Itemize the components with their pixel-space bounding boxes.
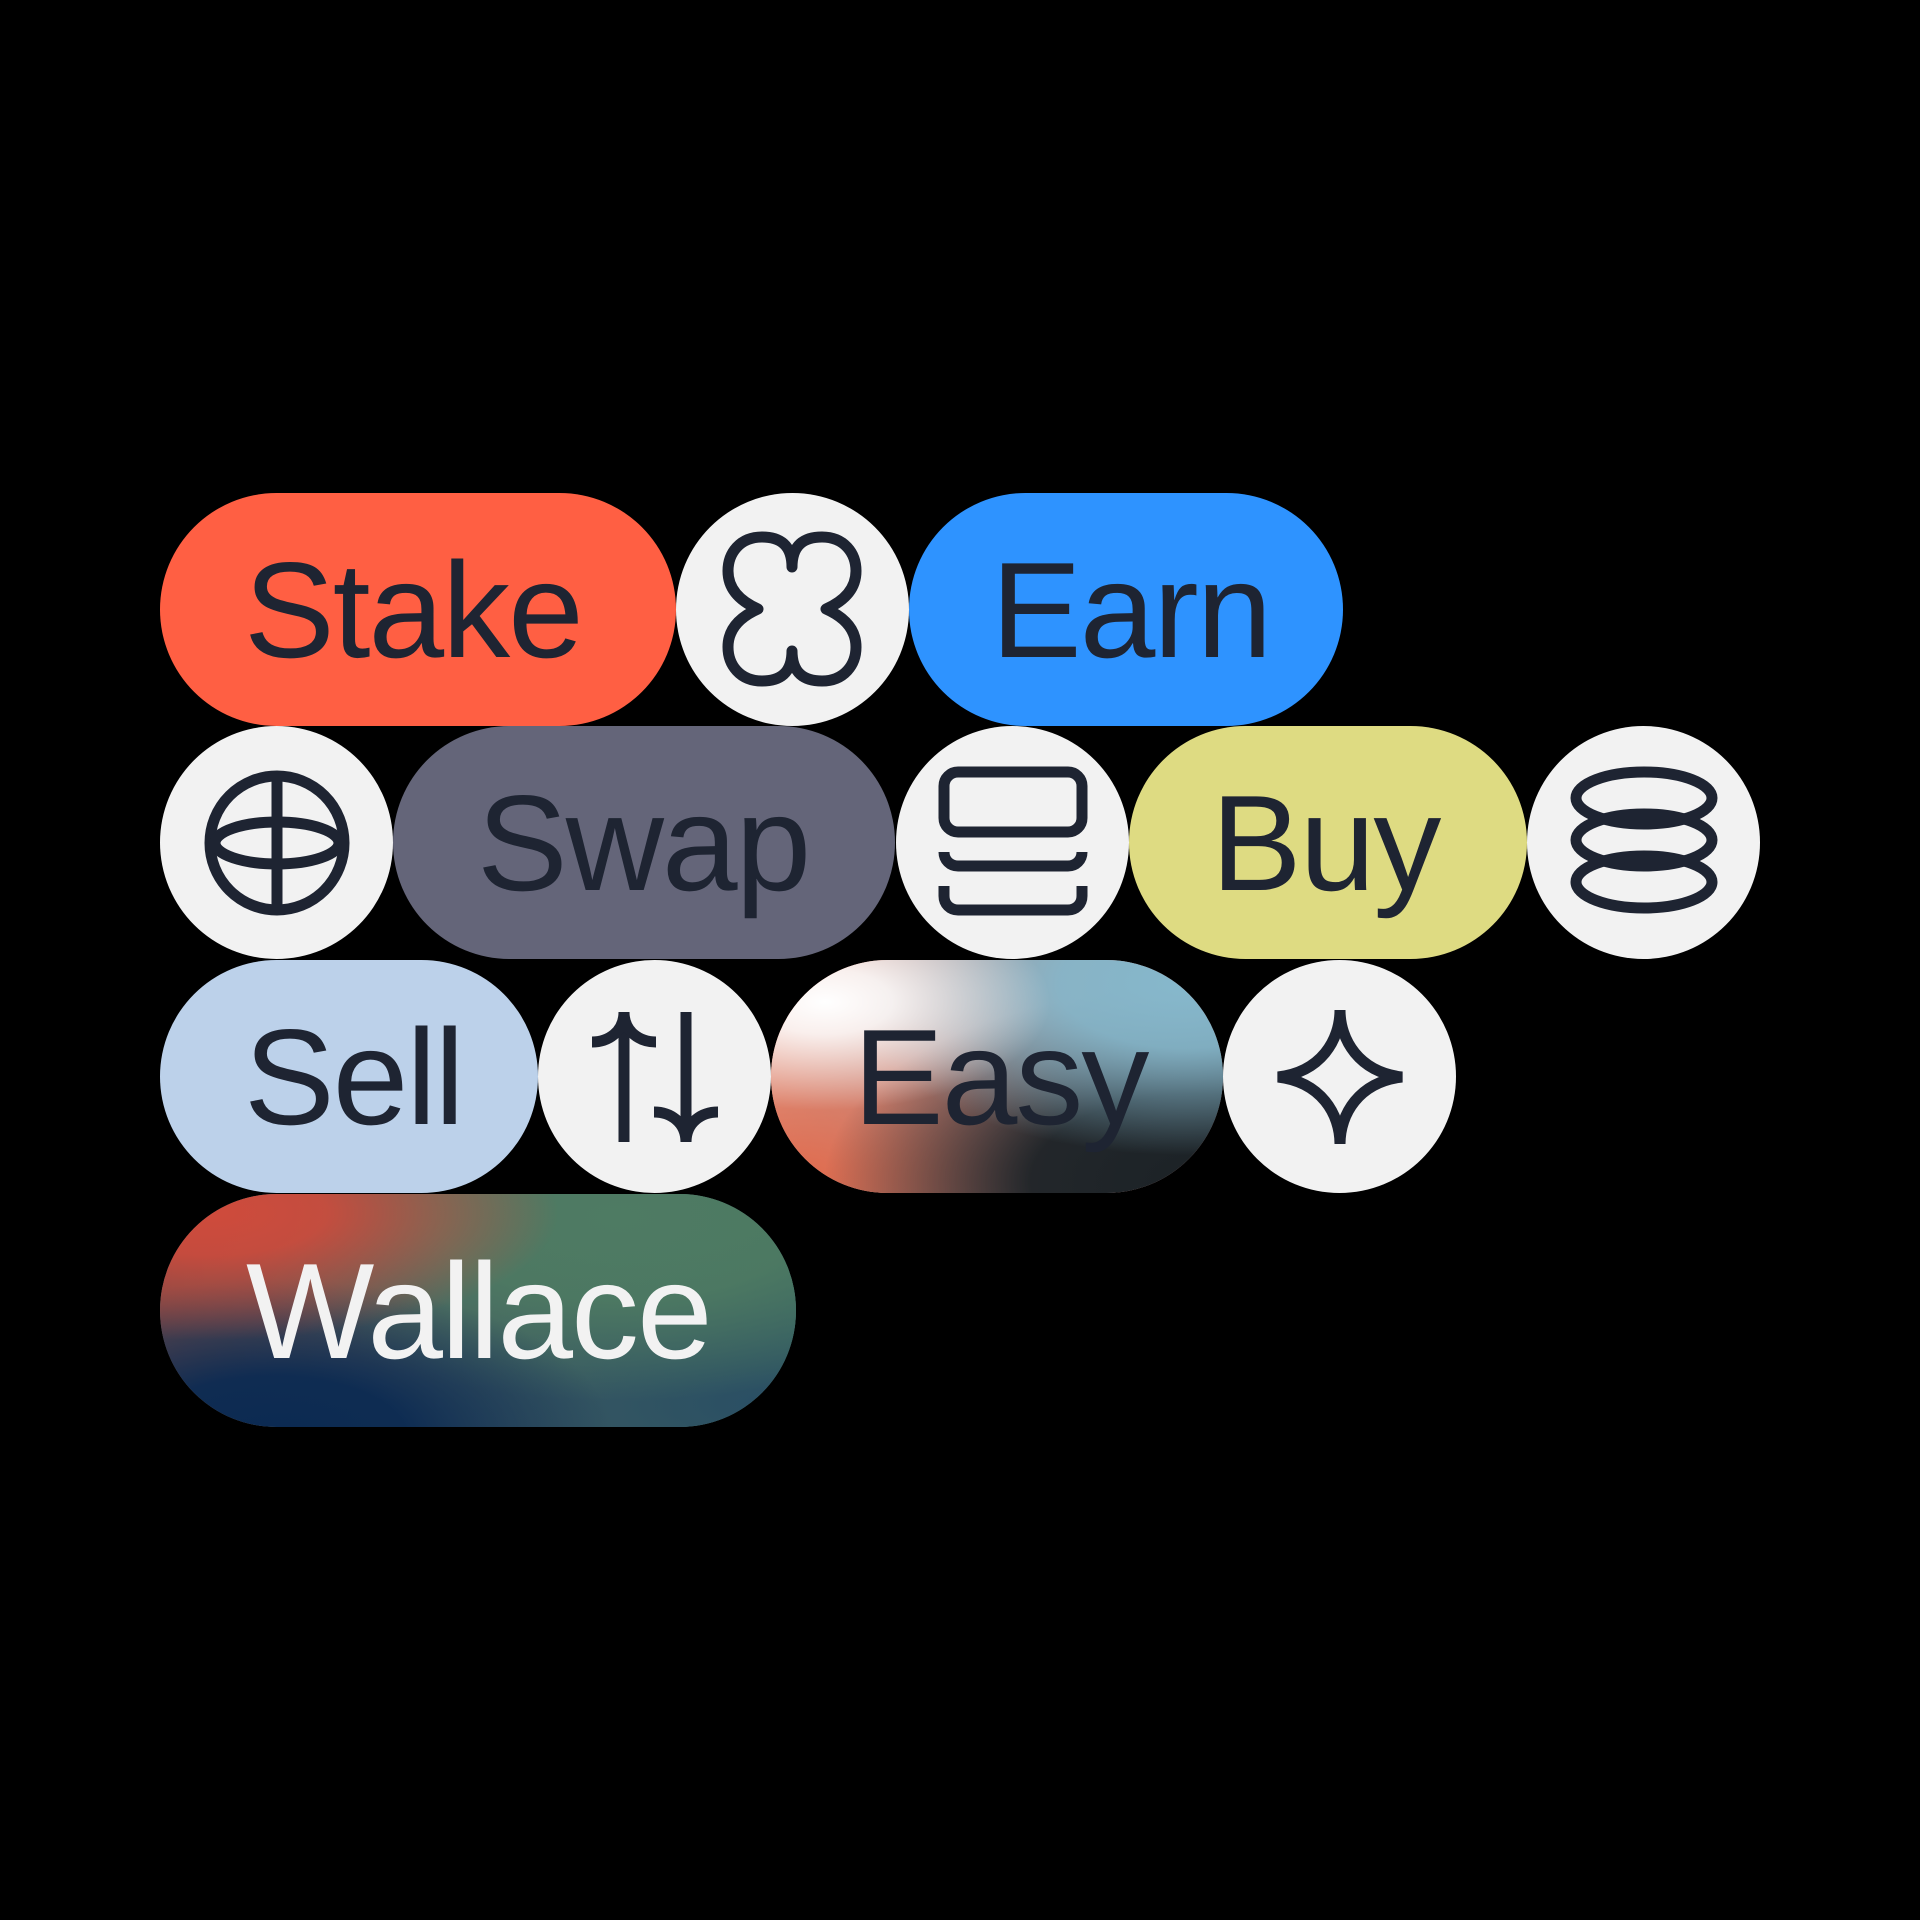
chip-easy-label: Easy	[853, 1000, 1149, 1153]
chip-buy[interactable]: Buy	[1129, 726, 1527, 959]
chip-wallace[interactable]: Wallace	[160, 1194, 796, 1427]
chip-sell-label: Sell	[244, 1000, 465, 1153]
chip-stake-label: Stake	[244, 533, 584, 686]
chip-wallace-gradient	[160, 1194, 796, 1427]
chip-wallace-label: Wallace	[246, 1234, 713, 1387]
chip-buy-label: Buy	[1211, 766, 1441, 919]
chip-stake[interactable]: Stake	[160, 493, 676, 726]
chip-easy[interactable]: Easy	[771, 960, 1223, 1193]
chip-sell[interactable]: Sell	[160, 960, 538, 1193]
up-down-arrows-icon	[538, 960, 771, 1193]
chip-earn[interactable]: Earn	[909, 493, 1343, 726]
sparkle-star-icon	[1223, 960, 1456, 1193]
globe-icon	[160, 726, 393, 959]
chip-swap[interactable]: Swap	[393, 726, 895, 959]
chip-swap-label: Swap	[477, 766, 811, 919]
clover-icon	[676, 493, 909, 726]
chip-easy-gradient	[771, 960, 1223, 1193]
cards-stack-icon	[896, 726, 1129, 959]
chip-earn-label: Earn	[991, 533, 1272, 686]
coin-stack-icon	[1527, 726, 1760, 959]
